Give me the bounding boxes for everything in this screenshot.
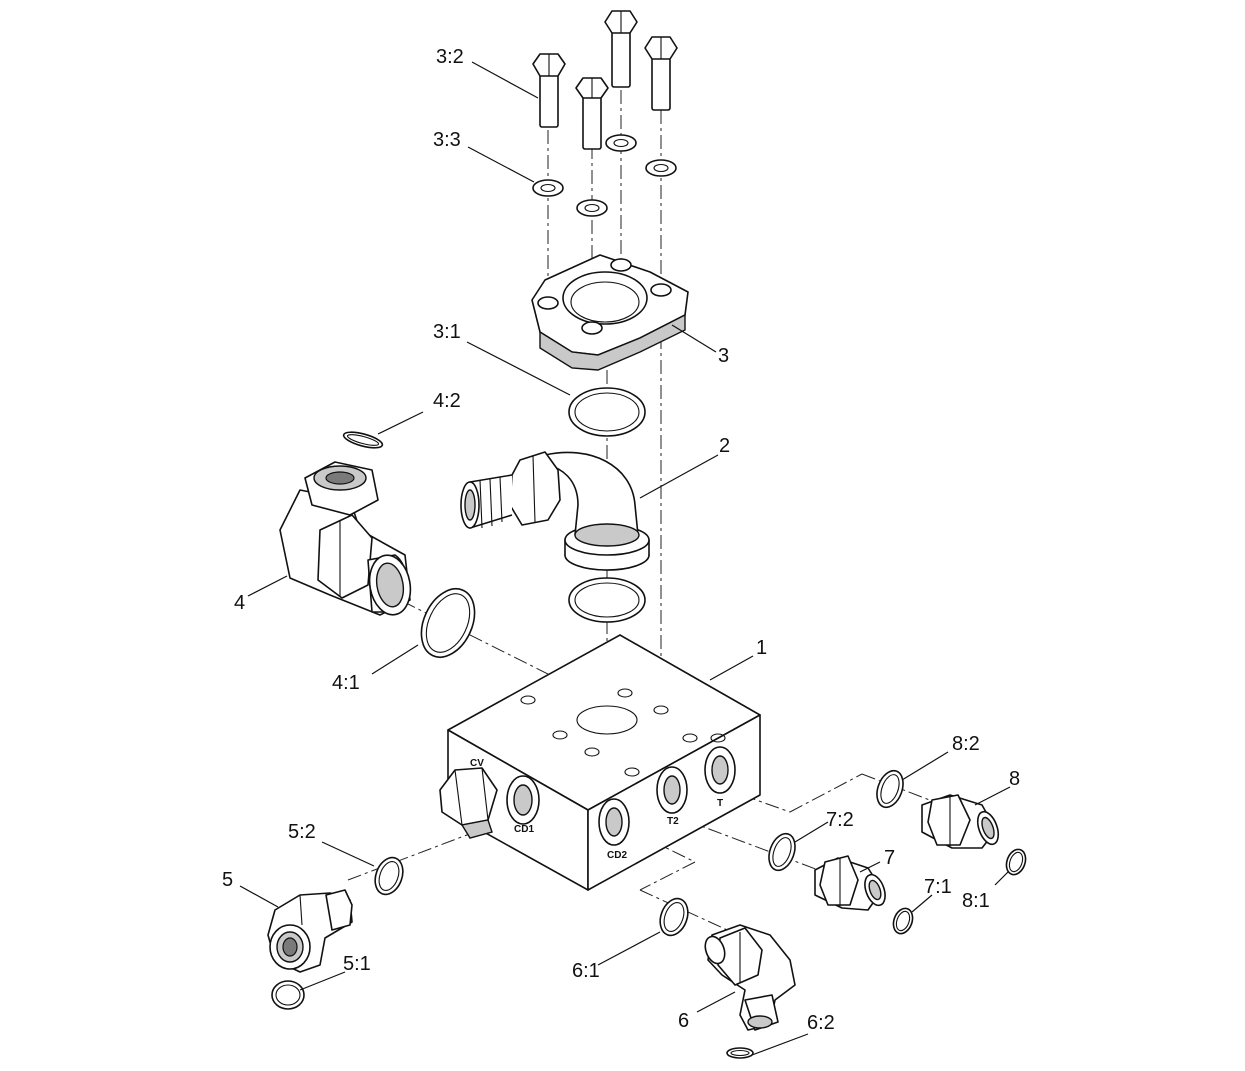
o-ring-7-1 bbox=[892, 907, 914, 935]
port-label-cd1: CD1 bbox=[514, 824, 534, 835]
callout-5: 5 bbox=[222, 869, 233, 891]
callout-4: 4 bbox=[234, 592, 245, 614]
bolt-2 bbox=[575, 77, 609, 150]
callout-7-1: 7:1 bbox=[924, 876, 952, 898]
port-label-t2: T2 bbox=[667, 816, 679, 827]
bolt-1 bbox=[532, 53, 566, 128]
straight-fitting-8 bbox=[921, 794, 1000, 849]
callout-6: 6 bbox=[678, 1010, 689, 1032]
callout-8-1: 8:1 bbox=[962, 890, 990, 912]
callout-4-1: 4:1 bbox=[332, 672, 360, 694]
o-rings bbox=[271, 387, 1027, 1059]
bolt-4 bbox=[644, 36, 678, 111]
callout-6-1: 6:1 bbox=[572, 960, 600, 982]
elbow-fitting-6 bbox=[704, 924, 796, 1031]
port-label-cv: CV bbox=[470, 758, 484, 769]
o-ring-7-2 bbox=[768, 832, 796, 872]
port-label-t: T bbox=[717, 798, 723, 809]
elbow-fitting-4 bbox=[279, 461, 412, 616]
callout-3: 3 bbox=[718, 345, 729, 367]
o-ring-6-2 bbox=[726, 1047, 754, 1059]
cv-plug bbox=[439, 767, 498, 839]
o-ring-6-1 bbox=[659, 897, 689, 937]
hose-barb-elbow bbox=[460, 451, 650, 571]
straight-fitting-7 bbox=[814, 855, 886, 911]
o-ring-8-2 bbox=[876, 769, 904, 809]
callout-4-2: 4:2 bbox=[433, 390, 461, 412]
callout-8: 8 bbox=[1009, 768, 1020, 790]
callout-2: 2 bbox=[719, 435, 730, 457]
bolts bbox=[532, 10, 678, 150]
callout-6-2: 6:2 bbox=[807, 1012, 835, 1034]
callout-7-2: 7:2 bbox=[826, 809, 854, 831]
split-flange bbox=[531, 254, 689, 371]
o-ring-2-lower bbox=[568, 577, 646, 623]
callout-3-3: 3:3 bbox=[433, 129, 461, 151]
callout-1: 1 bbox=[756, 637, 767, 659]
lock-washers bbox=[532, 134, 677, 217]
callout-5-1: 5:1 bbox=[343, 953, 371, 975]
o-ring-5-1 bbox=[271, 980, 305, 1010]
elbow-fitting-5 bbox=[267, 889, 353, 973]
port-label-cd2: CD2 bbox=[607, 850, 627, 861]
bolt-3 bbox=[604, 10, 638, 88]
callout-3-2: 3:2 bbox=[436, 46, 464, 68]
callout-labels: 1 2 3 3:1 3:2 3:3 4 4:1 4:2 5 5:1 5:2 6 … bbox=[222, 46, 1020, 1034]
o-ring-3-1 bbox=[568, 387, 646, 437]
o-ring-8-1 bbox=[1005, 848, 1027, 876]
callout-5-2: 5:2 bbox=[288, 821, 316, 843]
o-ring-4-2 bbox=[342, 431, 384, 449]
callout-8-2: 8:2 bbox=[952, 733, 980, 755]
manifold-block: CV CD1 CD2 T2 T bbox=[447, 634, 761, 891]
o-ring-5-2 bbox=[374, 856, 404, 896]
leader-lines bbox=[239, 61, 1011, 1056]
o-ring-4-1 bbox=[420, 588, 476, 658]
callout-3-1: 3:1 bbox=[433, 321, 461, 343]
callout-7: 7 bbox=[884, 847, 895, 869]
